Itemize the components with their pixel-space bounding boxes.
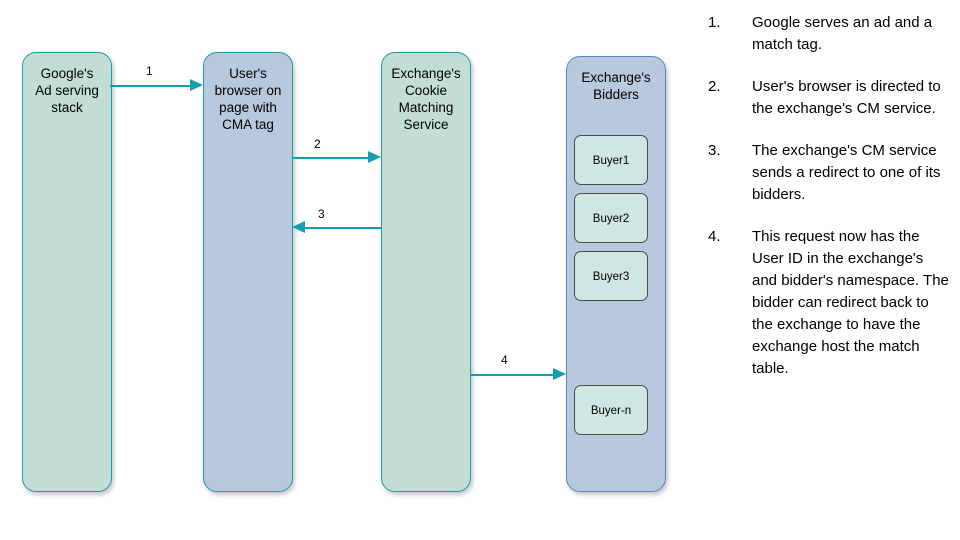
node-google-label: Google's Ad serving stack [35, 66, 99, 115]
node-browser-label: User's browser on page with CMA tag [214, 66, 282, 132]
buyer-box[interactable]: Buyer-n [574, 385, 648, 435]
step-item: 2. User's browser is directed to the exc… [708, 76, 952, 120]
arrow-3-label: 3 [318, 207, 325, 221]
step-item: 4. This request now has the User ID in t… [708, 226, 952, 380]
step-item: 3. The exchange's CM service sends a red… [708, 140, 952, 206]
step-item: 1. Google serves an ad and a match tag. [708, 12, 952, 56]
step-text: User's browser is directed to the exchan… [752, 78, 941, 117]
arrow-2-label: 2 [314, 137, 321, 151]
node-google-ad-serving-stack[interactable]: Google's Ad serving stack [22, 52, 112, 492]
step-text: The exchange's CM service sends a redire… [752, 142, 941, 203]
step-number: 4. [708, 228, 721, 245]
buyer-box[interactable]: Buyer3 [574, 251, 648, 301]
buyer-box[interactable]: Buyer1 [574, 135, 648, 185]
arrow-2-head-icon [368, 151, 381, 163]
step-number: 2. [708, 78, 721, 95]
arrow-3-line [303, 227, 381, 229]
node-cms-label: Exchange's Cookie Matching Service [391, 66, 461, 132]
step-text: Google serves an ad and a match tag. [752, 14, 933, 53]
steps-list: 1. Google serves an ad and a match tag. … [708, 12, 952, 400]
node-user-browser[interactable]: User's browser on page with CMA tag [203, 52, 293, 492]
arrow-3-head-icon [292, 221, 305, 233]
arrow-4-label: 4 [501, 353, 508, 367]
step-number: 1. [708, 14, 721, 31]
step-number: 3. [708, 142, 721, 159]
node-bidders-label: Exchange's Bidders [581, 70, 651, 102]
arrow-1-head-icon [190, 79, 203, 91]
arrow-2-line [292, 157, 370, 159]
arrow-1-label: 1 [146, 64, 153, 78]
step-text: This request now has the User ID in the … [752, 228, 949, 377]
buyer-box[interactable]: Buyer2 [574, 193, 648, 243]
arrow-4-head-icon [553, 368, 566, 380]
node-exchange-cookie-matching-service[interactable]: Exchange's Cookie Matching Service [381, 52, 471, 492]
arrow-1-line [110, 85, 192, 87]
arrow-4-line [470, 374, 555, 376]
